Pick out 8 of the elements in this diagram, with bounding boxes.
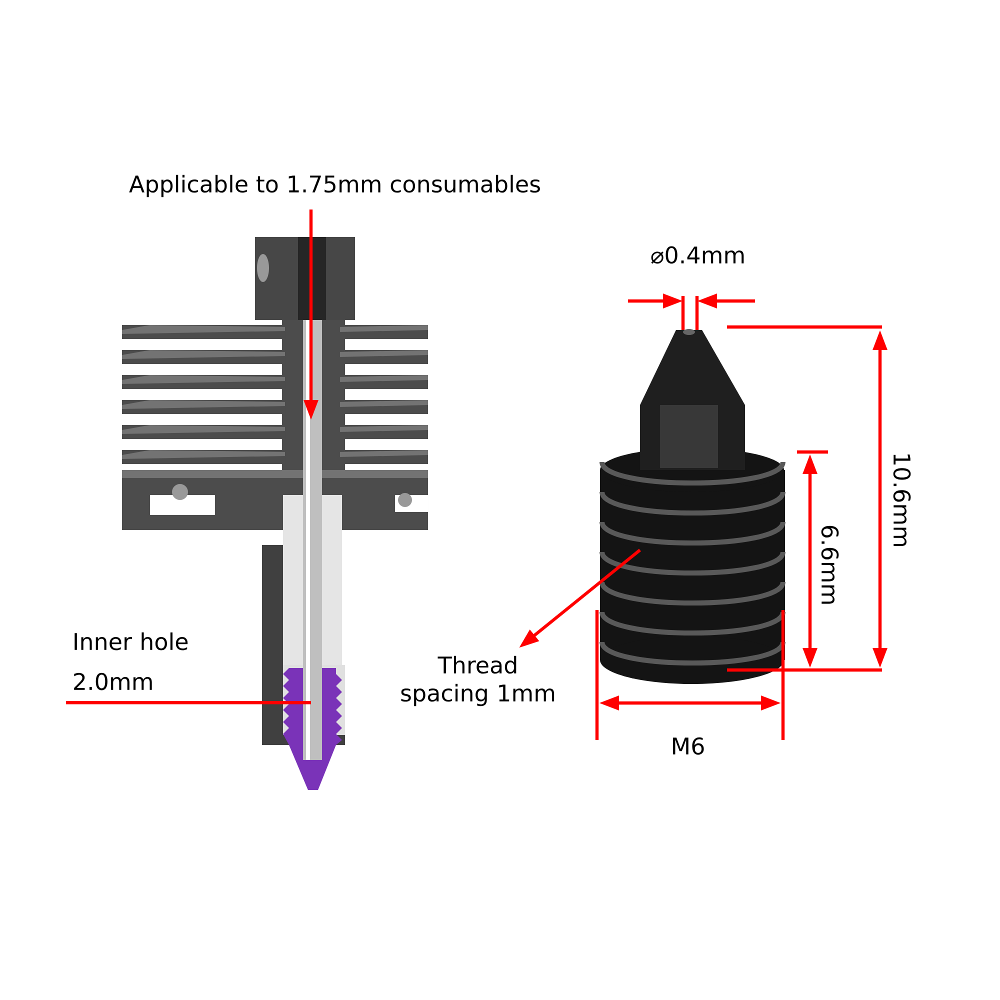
- callout-text: Thread spacing 1mm: [401, 656, 554, 706]
- dimension-label: 6.6mm: [821, 526, 839, 604]
- callout-text: Applicable to 1.75mm consumables: [129, 174, 540, 198]
- dimension-label: ⌀0.4mm: [651, 246, 744, 264]
- leader-line: [66, 701, 311, 704]
- dimension-label: 10.6mm: [893, 454, 911, 546]
- callout-text: Inner hole 2.0mm: [74, 632, 188, 690]
- dimension-label: M6: [673, 737, 704, 755]
